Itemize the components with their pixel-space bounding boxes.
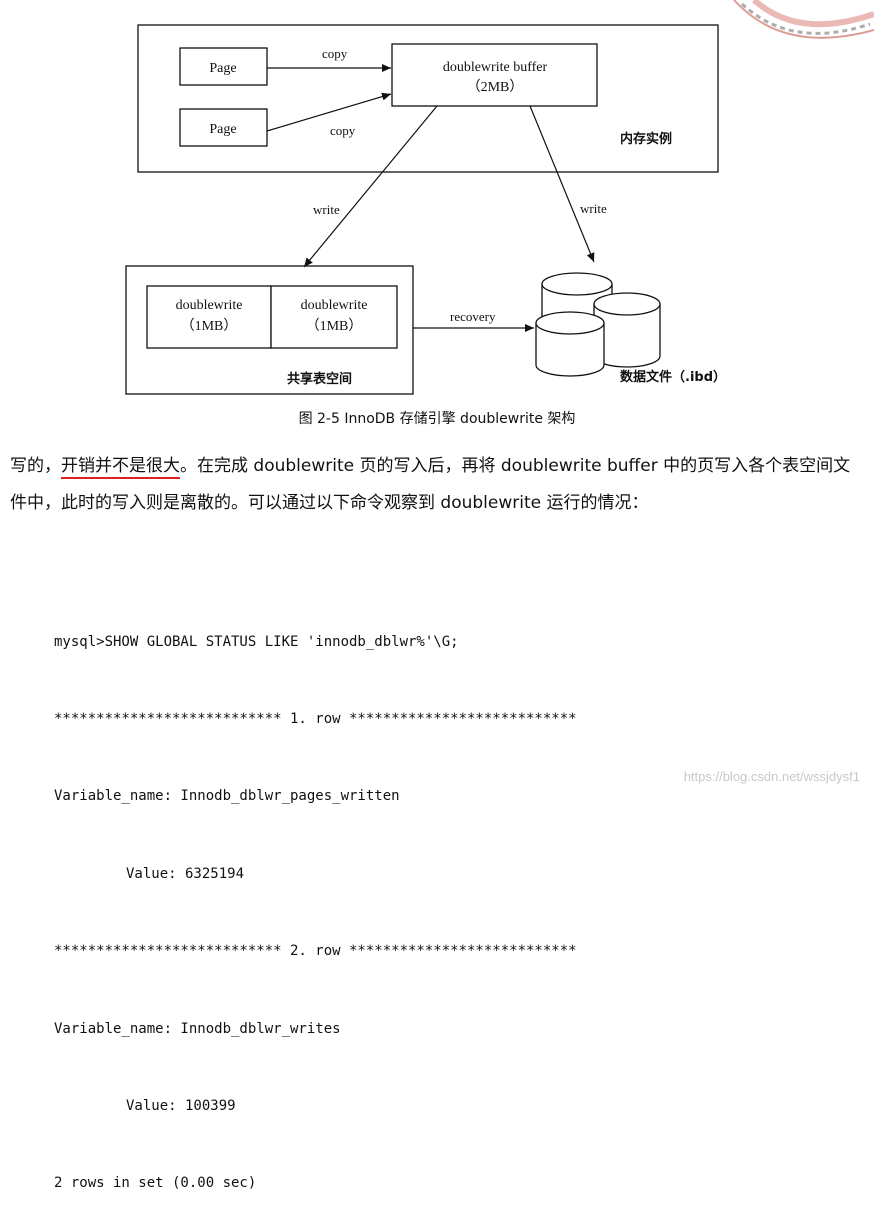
dw2-label-line1: doublewrite — [301, 298, 368, 313]
dw1-label-line1: doublewrite — [176, 298, 243, 313]
memory-instance-box — [137, 24, 719, 173]
cylinder-back-right — [593, 292, 661, 368]
underlined-phrase: 开销并不是很大 — [61, 456, 180, 479]
page-box-top — [179, 47, 268, 86]
doublewrite-buffer-box — [391, 43, 598, 107]
copy-label-bottom: copy — [330, 123, 356, 138]
data-file-label: 数据文件（.ibd） — [620, 369, 726, 385]
write-label-right: write — [580, 201, 607, 216]
code-line: *************************** 2. row *****… — [54, 943, 577, 960]
blog-watermark: https://blog.csdn.net/wssjdysf1 — [683, 769, 860, 784]
doublewrite-box-2 — [270, 285, 398, 349]
write-label-left: write — [313, 202, 340, 217]
shared-tablespace-box — [125, 265, 414, 395]
code-line: Value: 6325194 — [126, 865, 245, 882]
publisher-stamp-icon — [733, 0, 874, 39]
recovery-label: recovery — [450, 309, 496, 324]
data-file-cylinders — [535, 272, 661, 377]
body-text-start: 写的， — [10, 456, 61, 476]
code-line: 2 rows in set (0.00 sec) — [54, 1175, 257, 1192]
code-line: Value: 100399 — [126, 1097, 236, 1114]
doublewrite-architecture-diagram: 内存实例 Page Page doublewrite buffer （2MB） … — [125, 24, 726, 395]
copy-label-top: copy — [322, 46, 348, 61]
page-bottom-label: Page — [209, 122, 236, 137]
write-arrow-right — [529, 105, 595, 263]
code-block: mysql>SHOW GLOBAL STATUS LIKE 'innodb_db… — [54, 578, 577, 1223]
write-arrow-left — [303, 105, 438, 268]
code-line: mysql>SHOW GLOBAL STATUS LIKE 'innodb_db… — [54, 633, 459, 650]
shared-tablespace-label: 共享表空间 — [287, 371, 352, 387]
dw1-label-line2: （1MB） — [181, 318, 238, 334]
buffer-label-line2: （2MB） — [467, 79, 524, 95]
figure-caption: 图 2-5 InnoDB 存储引擎 doublewrite 架构 — [298, 411, 576, 427]
doublewrite-box-1 — [146, 285, 272, 349]
copy-arrow-bottom — [266, 92, 392, 132]
body-text-rest: 。在完成 doublewrite 页的写入后，再将 doublewrite bu… — [10, 456, 851, 513]
page-top-label: Page — [209, 61, 236, 76]
body-paragraph: 写的，开销并不是很大。在完成 doublewrite 页的写入后，再将 doub… — [10, 448, 866, 522]
code-line: *************************** 1. row *****… — [54, 710, 577, 727]
code-line: Variable_name: Innodb_dblwr_writes — [54, 1020, 341, 1037]
buffer-label-line1: doublewrite buffer — [443, 60, 548, 75]
memory-instance-label: 内存实例 — [620, 131, 672, 147]
code-line: Variable_name: Innodb_dblwr_pages_writte… — [54, 788, 400, 805]
dw2-label-line2: （1MB） — [306, 318, 363, 334]
cylinder-front — [535, 311, 605, 377]
page-box-bottom — [179, 108, 268, 147]
